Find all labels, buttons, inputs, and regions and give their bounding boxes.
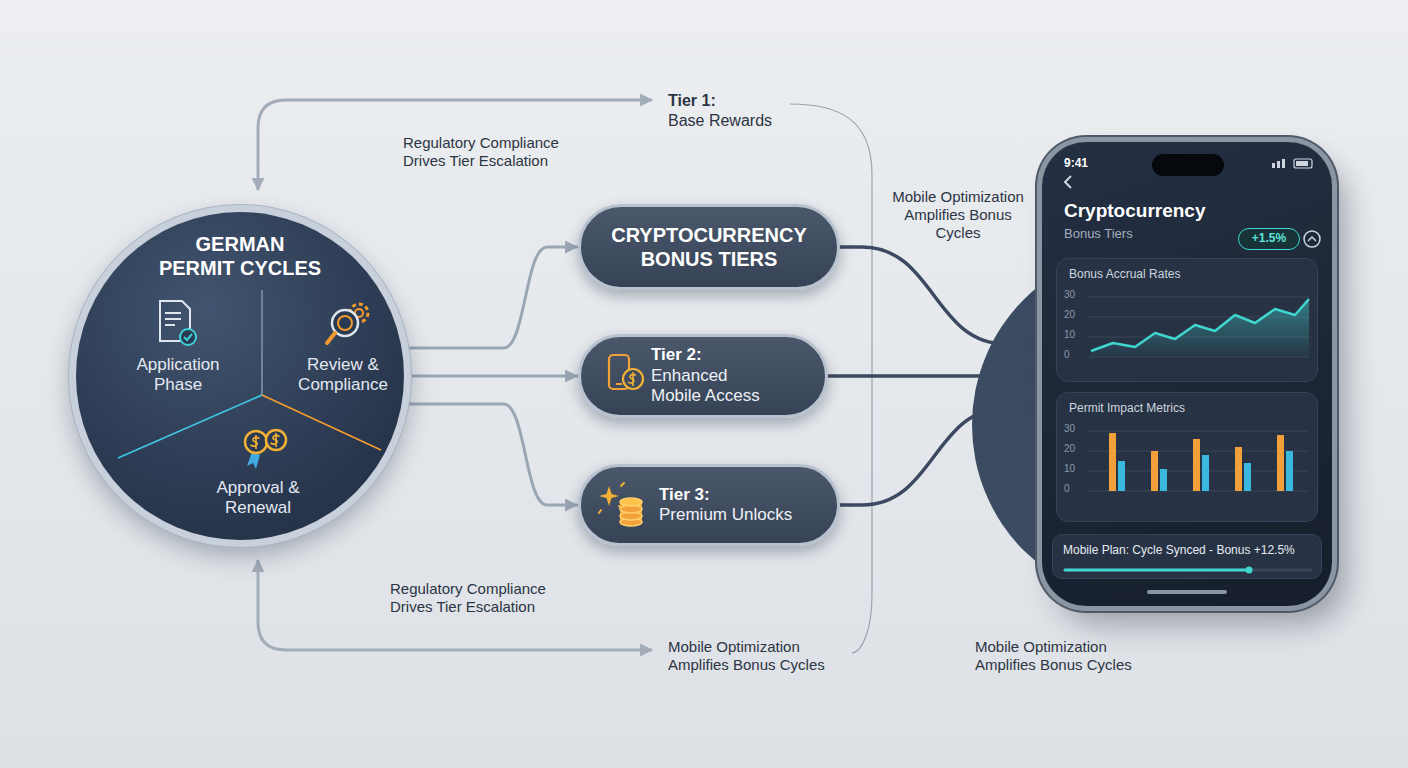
node-artwork [1065,567,1311,574]
tier-text: Tier 3: [659,485,792,505]
status-text: Mobile Plan: Cycle Synced - Bonus +12.5% [1063,543,1311,557]
tier-pill: Tier 2:Enhanced Mobile Access [578,334,828,418]
panel-title: Permit Impact Metrics [1069,401,1305,415]
flow-note: Mobile Optimization Amplifies Bonus Cycl… [668,638,848,674]
flow-connector [840,247,1034,344]
node-artwork [597,480,649,530]
tier-text: Enhanced Mobile Access [651,366,776,407]
axis-tick: 0 [1064,349,1070,361]
axis-tick: 30 [1064,423,1075,435]
feedback-arrow [258,560,652,650]
circle-title: GERMAN PERMIT CYCLES [157,232,323,280]
pill-title: CRYPTOCURRENCY BONUS TIERS [595,223,823,271]
flow-note: Regulatory Compliance Drives Tier Escala… [403,134,578,170]
tier-pill: Tier 3:Premium Unlocks [578,464,840,546]
axis-tick: 30 [1064,289,1075,301]
app-subtitle: Bonus Tiers [1064,226,1133,242]
tier-pill: CRYPTOCURRENCY BONUS TIERS [578,204,840,290]
axis-tick: 10 [1064,463,1075,475]
cycle-circle: GERMAN PERMIT CYCLES Application Phase Rev… [76,212,404,540]
app-title: Cryptocurrency [1064,200,1206,222]
flow-note: Mobile Optimization Amplifies Bonus Cycl… [888,188,1028,242]
chart-panel: Bonus Accrual Rates [1056,258,1318,382]
status-time: 9:41 [1064,156,1088,170]
axis-tick: 20 [1064,309,1075,321]
phase-segment: Approval & Renewal [208,478,308,535]
phase-segment: Application Phase [128,355,228,412]
phase-label: Application Phase [128,355,228,396]
tier-label: Base Rewards [668,111,772,130]
flow-note: Regulatory Compliance Drives Tier Escala… [390,580,565,616]
chart-panel: Permit Impact Metrics [1056,392,1318,522]
axis-tick: 10 [1064,329,1075,341]
feedback-arrow [258,100,652,190]
phase-label: Approval & Renewal [208,478,308,519]
flow-connector [409,247,577,348]
node-artwork [1087,431,1309,491]
flow-connector [411,375,577,378]
phone-mockup: 9:41CryptocurrencyBonus Tiers +1.5% Bonus … [1042,142,1332,606]
axis-tick: 0 [1064,483,1070,495]
node-artwork [609,355,643,389]
tier-text: Tier 2: [651,345,776,365]
panel-title: Bonus Accrual Rates [1069,267,1305,281]
flow-connector [409,404,577,505]
axis-tick: 20 [1064,443,1075,455]
flow-connector [828,374,1034,378]
tier-text: Premium Unlocks [659,505,792,525]
node-artwork [599,483,642,526]
tier-label: Tier 1: [668,91,716,110]
flow-note: Mobile Optimization Amplifies Bonus Cycl… [975,638,1155,674]
node-artwork [1087,297,1309,357]
backdrop-disc [972,247,1328,603]
node-artwork [607,351,647,401]
rate-badge: +1.5% [1238,228,1300,250]
flow-connector [840,408,1034,505]
phase-segment: Review & Compliance [293,355,393,412]
status-bar: Mobile Plan: Cycle Synced - Bonus +12.5% [1052,534,1322,579]
badge-value: +1.5% [1252,232,1286,245]
phase-label: Review & Compliance [293,355,393,396]
